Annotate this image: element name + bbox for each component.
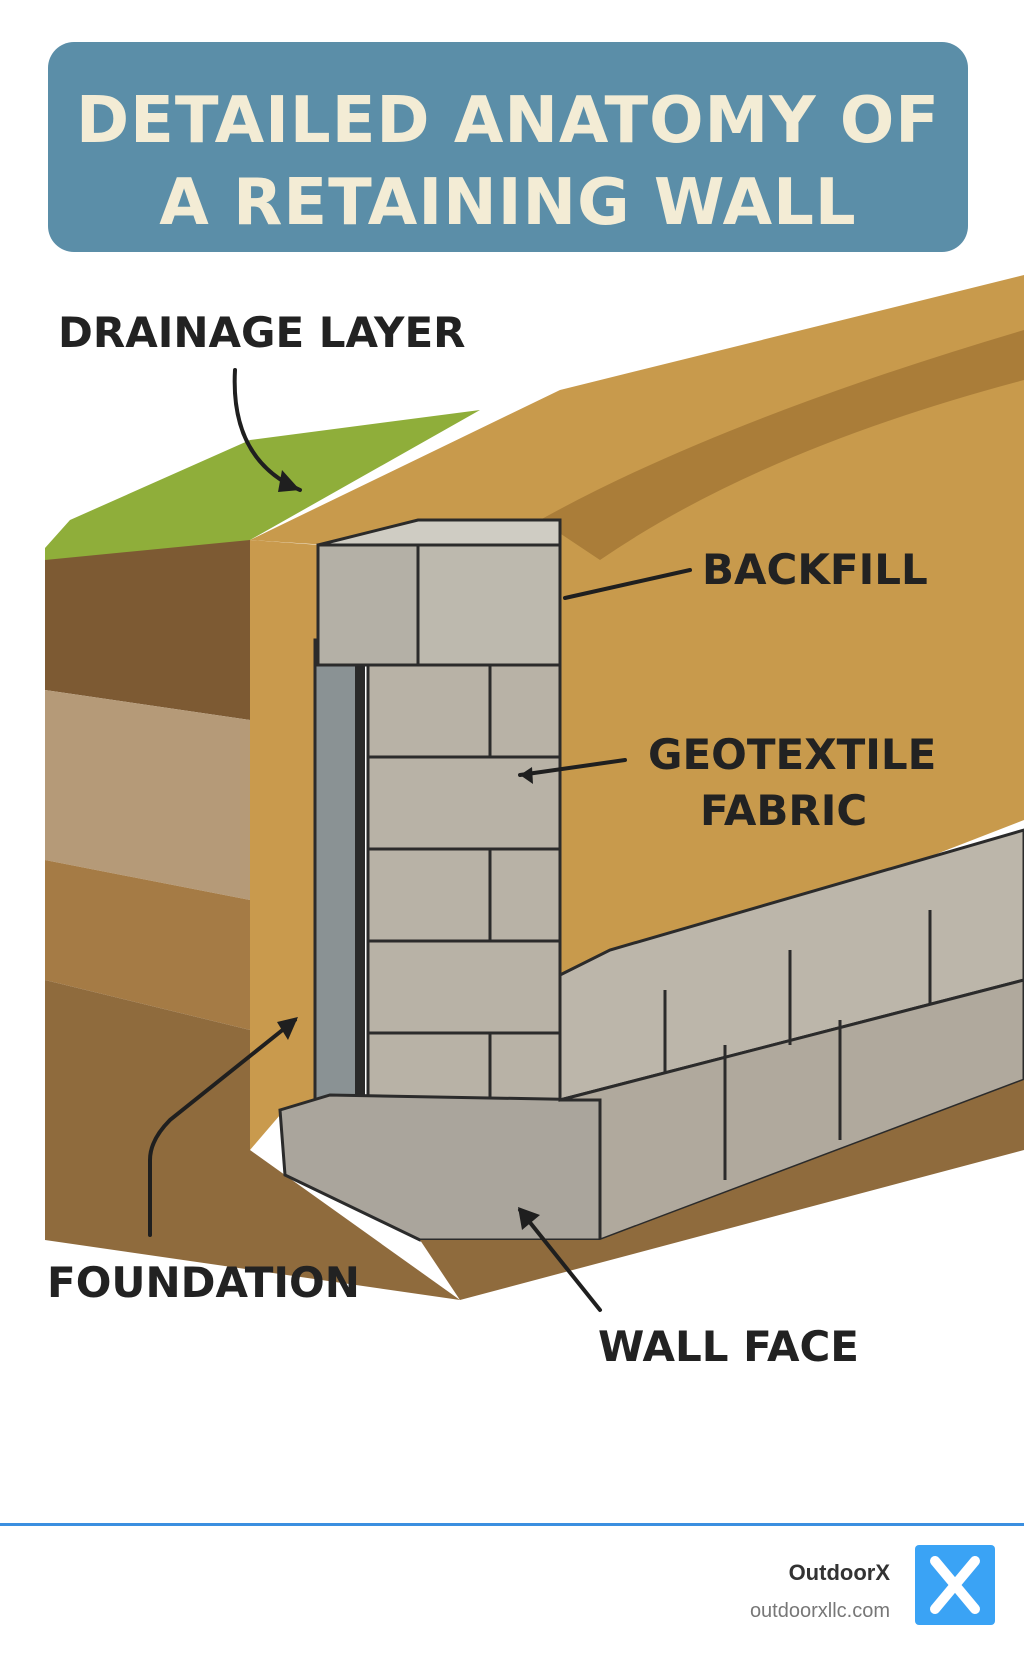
label-foundation: FOUNDATION — [47, 1258, 360, 1307]
label-drainage-layer: DRAINAGE LAYER — [58, 308, 466, 357]
foundation-arrowhead — [277, 1017, 298, 1040]
label-wall-face: WALL FACE — [598, 1322, 859, 1371]
drainage-soil-strip — [250, 540, 320, 1150]
wall-face-joints — [663, 910, 932, 1180]
brand-name: OutdoorX — [788, 1560, 890, 1585]
wall-face-leader — [518, 1208, 602, 1312]
title-line-2: A RETAINING WALL — [159, 166, 857, 240]
drainage-arrowhead — [278, 470, 300, 492]
geotextile-leader — [518, 758, 627, 777]
ground-strip — [420, 1080, 1024, 1300]
foundation-leader — [148, 1018, 297, 1237]
gravel-column — [313, 638, 362, 1112]
soil-lower-layer — [45, 860, 250, 1030]
backfill-leader — [563, 568, 692, 600]
title-banner: DETAILED ANATOMY OF A RETAINING WALL — [48, 42, 968, 252]
wall-cap-block-front — [416, 543, 562, 667]
brand-url[interactable]: outdoorxllc.com — [749, 1600, 890, 1622]
wall-face-top-row — [558, 828, 1024, 1102]
brand-logo-icon — [915, 1545, 995, 1625]
wall-column-blocks — [366, 663, 562, 1127]
wall-cap-block-side — [316, 543, 420, 667]
soil-topsoil — [45, 540, 250, 720]
label-backfill: BACKFILL — [702, 545, 928, 594]
label-geotextile-line-1: GEOTEXTILE — [648, 730, 937, 779]
grass-top — [45, 410, 480, 575]
title-line-1: DETAILED ANATOMY OF — [76, 84, 940, 158]
soil-mid-layer — [45, 690, 250, 900]
wall-face-arrowhead — [518, 1207, 540, 1230]
leader-lines — [148, 368, 692, 1312]
backfill-surface — [250, 275, 1024, 1000]
label-geotextile-line-2: FABRIC — [700, 786, 868, 835]
geotextile-arrowhead — [520, 767, 533, 784]
logo-x-icon — [930, 1556, 980, 1614]
leader-arrowheads — [277, 470, 540, 1230]
footer-divider — [0, 1523, 1024, 1526]
geotextile-fabric-strip — [355, 650, 365, 1110]
backfill-shadow-band — [540, 330, 1024, 560]
